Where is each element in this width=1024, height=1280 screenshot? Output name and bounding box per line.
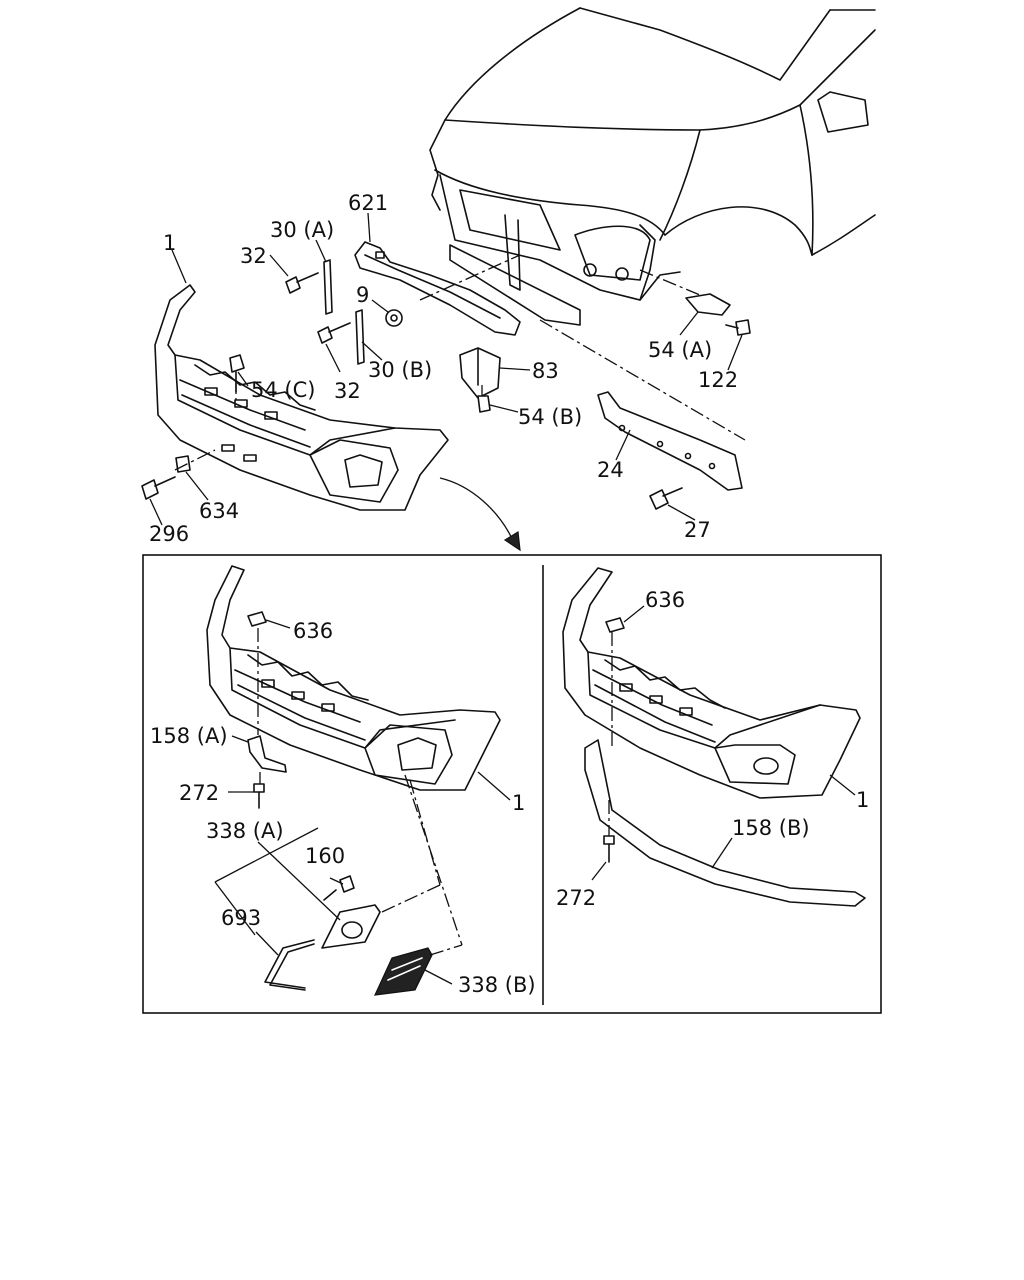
right-inset-leaders xyxy=(591,605,856,881)
bracket-30b xyxy=(355,309,365,365)
label-296: 296 xyxy=(149,522,189,546)
front-bumper-cover-top xyxy=(154,284,449,511)
clip-636-left xyxy=(247,611,267,627)
label-9: 9 xyxy=(356,283,369,307)
label-54b: 54 (B) xyxy=(518,405,582,429)
bracket-158a xyxy=(247,735,287,773)
fog-bezel-338b xyxy=(374,947,433,996)
screw-160 xyxy=(339,875,355,893)
small-parts-top xyxy=(141,259,751,510)
label-1-left: 1 xyxy=(512,791,525,815)
label-30b: 30 (B) xyxy=(368,358,432,382)
vehicle-body xyxy=(429,7,876,326)
bracket-54a xyxy=(685,293,731,316)
bolt-122 xyxy=(735,319,751,336)
label-158a: 158 (A) xyxy=(150,724,228,748)
label-272-left: 272 xyxy=(179,781,219,805)
clip-634 xyxy=(175,455,191,473)
bolt-32-mid xyxy=(317,322,351,344)
label-30a: 30 (A) xyxy=(270,218,334,242)
label-83: 83 xyxy=(532,359,559,383)
label-54c: 54 (C) xyxy=(251,378,315,402)
top-leaders xyxy=(149,212,746,552)
label-338b: 338 (B) xyxy=(458,973,536,997)
clip-54c xyxy=(229,354,245,373)
label-621: 621 xyxy=(348,191,388,215)
label-1-top: 1 xyxy=(163,231,176,255)
trim-693 xyxy=(264,939,315,991)
label-693: 693 xyxy=(221,906,261,930)
label-338a: 338 (A) xyxy=(206,819,284,843)
label-32-mid: 32 xyxy=(334,379,361,403)
bracket-30a xyxy=(323,259,333,315)
nut-9 xyxy=(385,309,403,327)
clip-54b xyxy=(477,395,491,413)
bracket-83 xyxy=(459,347,501,399)
clip-636-right xyxy=(605,617,625,633)
lower-beam-24 xyxy=(597,391,743,491)
lower-spoiler-158b xyxy=(584,739,866,907)
label-636-left: 636 xyxy=(293,619,333,643)
bolt-32-top xyxy=(285,272,319,294)
label-1-right: 1 xyxy=(856,788,869,812)
label-160: 160 xyxy=(305,844,345,868)
bolt-272-left xyxy=(253,783,265,793)
bolt-296 xyxy=(141,479,159,500)
bolt-272-right xyxy=(603,835,615,845)
front-bumper-cover-left-detail xyxy=(206,565,501,809)
label-54a: 54 (A) xyxy=(648,338,712,362)
bolt-27 xyxy=(649,489,669,510)
label-272-right: 272 xyxy=(556,886,596,910)
label-158b: 158 (B) xyxy=(732,816,810,840)
left-inset-leaders xyxy=(214,619,511,985)
label-32-top: 32 xyxy=(240,244,267,268)
label-122: 122 xyxy=(698,368,738,392)
front-bumper-cover-right-detail xyxy=(562,567,866,907)
detail-frame xyxy=(142,554,882,1014)
label-24: 24 xyxy=(597,458,624,482)
fog-bezels-left xyxy=(264,875,433,996)
bumper-reinforcement-621 xyxy=(354,241,521,336)
label-636-right: 636 xyxy=(645,588,685,612)
callout-labels: 1 30 (A) 32 621 9 54 (C) 32 30 (B) 83 54… xyxy=(149,191,869,997)
label-634: 634 xyxy=(199,499,239,523)
label-27: 27 xyxy=(684,518,711,542)
